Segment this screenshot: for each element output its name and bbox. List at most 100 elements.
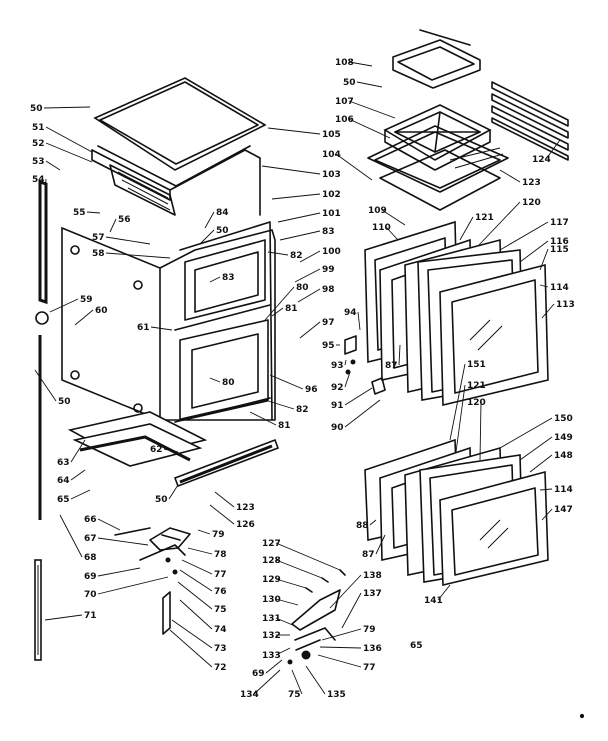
part-label-p65b: 65 — [410, 641, 423, 651]
bottom-panel — [67, 411, 208, 467]
part-label-p77a: 77 — [214, 570, 227, 580]
part-label-p120b: 120 — [467, 398, 486, 408]
part-label-p150: 150 — [554, 414, 573, 424]
part-label-p93: 93 — [331, 361, 344, 371]
bottom-rail — [173, 438, 280, 488]
leader-p87a — [398, 344, 401, 366]
part-label-p66: 66 — [84, 515, 97, 525]
leader-p64 — [70, 469, 86, 481]
leader-p114b — [539, 488, 553, 491]
leader-p91 — [344, 387, 373, 406]
leader-p75a — [177, 581, 213, 610]
leader-p93 — [344, 359, 347, 366]
leader-p108 — [348, 61, 373, 67]
oven-light-housing — [367, 104, 509, 211]
leader-p54 — [44, 178, 47, 196]
part-label-p113: 113 — [556, 300, 575, 310]
leader-p52 — [45, 142, 93, 163]
leader-p138 — [329, 574, 362, 609]
part-label-p133: 133 — [262, 651, 281, 661]
leader-p66 — [97, 518, 121, 531]
leader-p110 — [385, 226, 399, 241]
part-label-p88: 88 — [356, 521, 369, 531]
leader-p84 — [204, 211, 215, 229]
leader-p58 — [105, 252, 171, 259]
part-label-p94: 94 — [344, 308, 357, 318]
part-label-p121b: 121 — [467, 381, 486, 391]
part-label-p110: 110 — [372, 223, 391, 233]
leader-p67 — [97, 537, 149, 546]
part-label-p131: 131 — [262, 614, 281, 624]
part-label-p61: 61 — [137, 323, 150, 333]
lower-latch-hardware — [287, 569, 346, 665]
part-label-p90: 90 — [331, 423, 344, 433]
leader-p107 — [348, 100, 396, 119]
leader-p70 — [97, 576, 169, 595]
leader-p109 — [381, 209, 406, 226]
part-label-p134: 134 — [240, 690, 259, 700]
part-label-p57: 57 — [92, 233, 105, 243]
leader-p50a — [356, 81, 383, 88]
leader-p81b — [249, 411, 277, 426]
part-label-p126: 126 — [236, 520, 255, 530]
part-label-p106: 106 — [335, 115, 354, 125]
leader-p76 — [179, 569, 213, 592]
part-label-p130: 130 — [262, 595, 281, 605]
leader-p69a — [97, 567, 141, 577]
part-label-p75a: 75 — [214, 605, 227, 615]
dot-mark — [579, 713, 585, 719]
part-label-p83b: 83 — [222, 273, 235, 283]
leader-p102 — [271, 193, 321, 200]
part-label-p121a: 121 — [475, 213, 494, 223]
part-label-p84: 84 — [216, 208, 229, 218]
leader-p72 — [169, 629, 213, 668]
leader-p74 — [179, 599, 213, 630]
leader-p69b — [265, 659, 283, 674]
part-label-p82a: 82 — [290, 251, 303, 261]
leader-lines — [34, 61, 561, 695]
part-label-p59: 59 — [80, 295, 93, 305]
leader-p77a — [181, 559, 213, 575]
part-label-p123b: 123 — [236, 503, 255, 513]
side-rack-slats — [491, 81, 569, 161]
part-label-p77b: 77 — [363, 663, 376, 673]
part-label-p127: 127 — [262, 539, 281, 549]
part-label-p109: 109 — [368, 206, 387, 216]
leader-p57 — [105, 236, 151, 245]
leader-p80a — [264, 286, 295, 321]
leader-p75b — [291, 669, 303, 695]
part-label-p100: 100 — [322, 247, 341, 257]
part-label-p107: 107 — [335, 97, 354, 107]
part-label-p68: 68 — [84, 553, 97, 563]
leader-p134 — [253, 669, 281, 695]
leader-p73 — [171, 619, 213, 649]
part-label-p60: 60 — [95, 306, 108, 316]
leader-p87b — [375, 534, 386, 555]
part-label-p132: 132 — [262, 631, 281, 641]
leader-p104 — [335, 153, 373, 181]
part-label-p80a: 80 — [296, 283, 309, 293]
part-label-p87b: 87 — [362, 550, 375, 560]
leader-p113 — [541, 303, 555, 319]
part-label-p137: 137 — [363, 589, 382, 599]
leader-p123a — [499, 169, 521, 183]
part-label-p64: 64 — [57, 476, 70, 486]
part-label-p96: 96 — [305, 385, 318, 395]
leader-p83b — [209, 276, 221, 283]
leader-p50b — [199, 229, 215, 245]
part-label-p128: 128 — [262, 556, 281, 566]
part-label-p51: 51 — [32, 123, 45, 133]
part-label-p141: 141 — [424, 596, 443, 606]
leader-p50e — [168, 484, 179, 500]
part-label-p69a: 69 — [84, 572, 97, 582]
leader-p68 — [59, 514, 83, 558]
leader-p149 — [519, 436, 553, 461]
part-label-p91: 91 — [331, 401, 344, 411]
part-label-p73: 73 — [214, 644, 227, 654]
part-label-p149: 149 — [554, 433, 573, 443]
part-label-p75b: 75 — [288, 690, 301, 700]
leader-p120a — [477, 201, 521, 247]
leader-p83a — [279, 230, 321, 241]
part-label-p62: 62 — [150, 445, 163, 455]
leader-p79b — [321, 628, 362, 641]
